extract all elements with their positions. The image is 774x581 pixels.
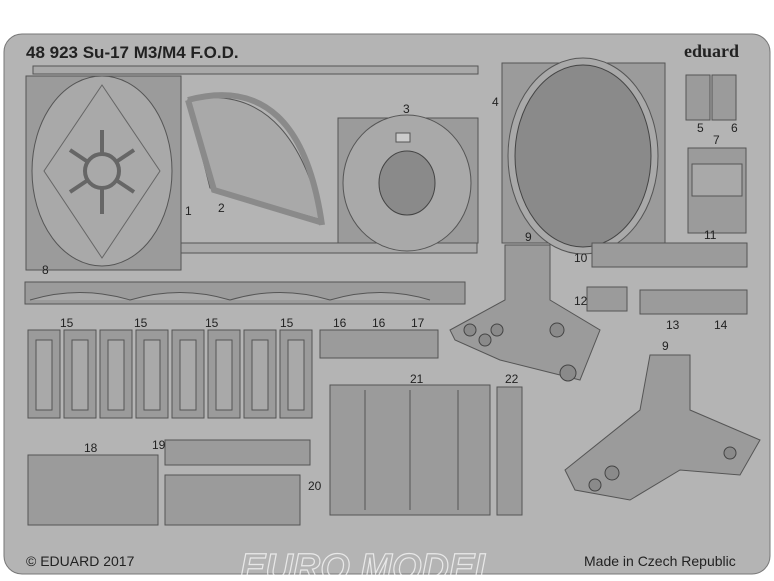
part-number-label: 11 (704, 228, 717, 242)
part-number-label: 8 (42, 263, 49, 277)
part-2 (185, 92, 325, 226)
part-number-label: 10 (574, 251, 588, 265)
part-number-label: 22 (505, 372, 519, 386)
part-number-label: 6 (731, 121, 738, 135)
part-9 (449, 244, 601, 382)
part-15-inner (215, 339, 233, 411)
part-number-label: 5 (697, 121, 704, 135)
made-in: Made in Czech Republic (584, 553, 736, 569)
part-number-label: 9 (662, 339, 669, 353)
part-number-label: 20 (308, 479, 322, 493)
part-15-inner (143, 339, 161, 411)
part-number-label: 7 (713, 133, 720, 147)
part-22 (496, 386, 523, 516)
parts-16-17 (319, 329, 439, 359)
part-number-label: 13 (666, 318, 680, 332)
part-number-label: 15 (280, 316, 294, 330)
top-rail (32, 65, 479, 75)
part-15-inner (179, 339, 197, 411)
part-number-label: 12 (574, 294, 588, 308)
part-15-inner (107, 339, 125, 411)
part-12 (586, 286, 628, 312)
part-number-label: 1 (185, 204, 192, 218)
eduard-logo: eduard (684, 41, 739, 61)
part-9-lower (564, 354, 761, 501)
part-number-label: 21 (410, 372, 424, 386)
part-20 (164, 474, 301, 526)
copyright: © EDUARD 2017 (26, 553, 135, 569)
part-number-label: 19 (152, 438, 166, 452)
part-6 (711, 74, 737, 121)
part-number-label: 15 (134, 316, 148, 330)
watermark: EURO MODEL (240, 547, 498, 581)
parts-13-14 (639, 289, 748, 315)
part-number-label: 3 (403, 102, 410, 116)
part-15-inner (251, 339, 269, 411)
part-number-label: 18 (84, 441, 98, 455)
part-number-label: 9 (525, 230, 532, 244)
parts-10-11 (591, 242, 748, 268)
part-number-label: 17 (411, 316, 425, 330)
fret-title: 48 923 Su-17 M3/M4 F.O.D. (26, 43, 239, 62)
part-15-group (27, 329, 313, 419)
part-number-label: 15 (60, 316, 74, 330)
part-4 (501, 57, 666, 255)
part-1 (25, 75, 182, 271)
part-number-label: 2 (218, 201, 225, 215)
part-number-label: 14 (714, 318, 728, 332)
part-15-inner (71, 339, 89, 411)
part-3 (337, 114, 479, 252)
part-19 (164, 439, 311, 466)
part-18 (27, 454, 159, 526)
part-5 (685, 74, 711, 121)
part-15-inner (35, 339, 53, 411)
part-15-inner (287, 339, 305, 411)
part-number-label: 4 (492, 95, 499, 109)
part-number-label: 15 (205, 316, 219, 330)
part-number-label: 16 (372, 316, 386, 330)
part-number-label: 16 (333, 316, 347, 330)
